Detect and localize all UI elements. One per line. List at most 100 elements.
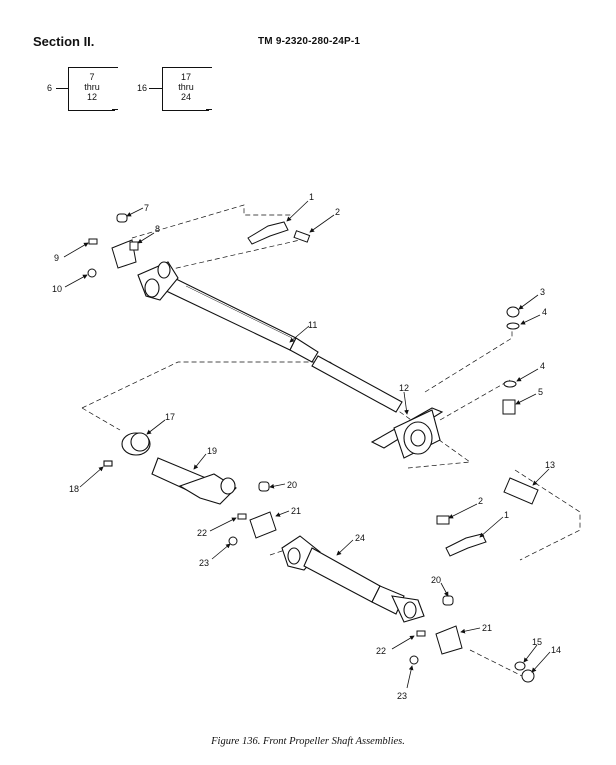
yoke-ear: [144, 278, 160, 298]
clamp-bolt: [436, 515, 450, 525]
locator-box-line: 7: [89, 72, 95, 82]
callout-number: 19: [207, 446, 217, 456]
callout-number: 18: [69, 484, 79, 494]
upper-guide-line: [424, 330, 513, 393]
callout-number: 3: [540, 287, 545, 297]
lower-universal-joint: [409, 595, 463, 665]
shaft-tube: [371, 585, 405, 615]
locator-box-leader: [56, 88, 68, 89]
upper-guide-line: [131, 204, 292, 239]
nut: [521, 669, 535, 683]
lube-fitting: [237, 513, 247, 520]
lock-washer: [87, 268, 97, 278]
section-heading: Section II.: [33, 34, 95, 49]
callout-number: 15: [532, 637, 542, 647]
callout-number: 11: [308, 320, 317, 330]
cross-body: [435, 625, 463, 655]
callout-number: 21: [482, 623, 492, 633]
locator-box-cap: [112, 67, 118, 68]
tm-number: TM 9-2320-280-24P-1: [258, 36, 361, 47]
locator-box-outer-label: 6: [47, 83, 53, 93]
shaft-spline-section: [311, 355, 403, 413]
callout-number: 22: [376, 646, 386, 656]
callout-leaders: [63, 200, 551, 689]
locator-box-line: 17: [180, 72, 191, 82]
yoke-ear: [403, 601, 417, 619]
callout-number: 8: [155, 224, 160, 234]
lube-fitting: [103, 460, 113, 467]
callout-number: 4: [540, 361, 545, 371]
center-bearing-assembly: [370, 407, 444, 459]
upper-universal-joint: [87, 213, 139, 278]
lower-hardware: [436, 477, 539, 683]
cross-body: [249, 511, 277, 539]
locator-box-line: 12: [86, 92, 97, 102]
upper-guide-line: [167, 239, 301, 271]
lube-fitting: [88, 238, 98, 245]
callout-number: 20: [287, 480, 297, 490]
callout-number: 10: [52, 284, 62, 294]
shaft-tube: [159, 275, 297, 351]
lock-washer: [228, 536, 238, 546]
nut: [506, 306, 520, 318]
figure-caption: Figure 136. Front Propeller Shaft Assemb…: [211, 736, 405, 747]
callout-number: 14: [551, 645, 561, 655]
lower-guide-line: [514, 469, 581, 561]
callout-number: 24: [355, 533, 365, 543]
lock-washer: [409, 655, 419, 665]
locator-box-outer-label: 16: [137, 83, 148, 93]
locator-box-cap: [112, 109, 118, 110]
bearing-cap: [258, 481, 270, 492]
upper-hardware: [247, 221, 520, 415]
lower-propeller-shaft: [281, 535, 425, 623]
locator-box-cap: [206, 67, 212, 68]
dust-cap: [130, 432, 150, 452]
callout-number: 22: [197, 528, 207, 538]
callout-number: 2: [335, 207, 340, 217]
clamp-strap: [445, 533, 487, 557]
callout-number: 23: [397, 691, 407, 701]
callout-number: 9: [54, 253, 59, 263]
callout-number: 23: [199, 558, 209, 568]
callout-number: 13: [545, 460, 555, 470]
locator-box-line: thru: [178, 82, 194, 92]
callout-number: 17: [165, 412, 175, 422]
callout-number: 7: [144, 203, 149, 213]
callout-number: 1: [504, 510, 509, 520]
locator-box: 7 thru 12: [68, 67, 115, 111]
locator-box: 17 thru 24: [162, 67, 209, 111]
lower-slip-joint: [103, 432, 237, 505]
callout-number: 21: [291, 506, 301, 516]
washer: [514, 661, 526, 671]
locator-box-leader: [149, 88, 162, 89]
callout-number: 1: [309, 192, 314, 202]
bearing-cap: [116, 213, 128, 223]
upper-propeller-shaft: [137, 261, 403, 413]
callout-number: 2: [478, 496, 483, 506]
clamp-strap: [247, 221, 289, 245]
lower-guide-line: [469, 649, 531, 681]
yoke-ear: [287, 547, 301, 565]
lube-fitting: [416, 630, 426, 637]
locator-box-line: thru: [84, 82, 100, 92]
callout-numbers: 1 2 3 4 4 5 7 8 9 10 11 12 13 2 1 17 18 …: [52, 192, 561, 701]
washer: [506, 322, 520, 330]
bolt: [503, 477, 539, 505]
callout-number: 20: [431, 575, 441, 585]
bearing-cap: [442, 595, 454, 606]
locator-box-line: 24: [180, 92, 191, 102]
clamp-bolt: [293, 230, 311, 243]
callout-number: 4: [542, 307, 547, 317]
upper-guide-line: [439, 379, 511, 421]
yoke-ear: [157, 261, 171, 279]
washer: [503, 380, 517, 388]
shaft-tube: [303, 547, 381, 603]
callout-number: 12: [399, 383, 409, 393]
callout-number: 5: [538, 387, 543, 397]
locator-box-cap: [206, 109, 212, 110]
lower-universal-joint: [228, 481, 277, 546]
bearing-bore: [410, 429, 426, 447]
shaft-tube: [289, 337, 319, 363]
